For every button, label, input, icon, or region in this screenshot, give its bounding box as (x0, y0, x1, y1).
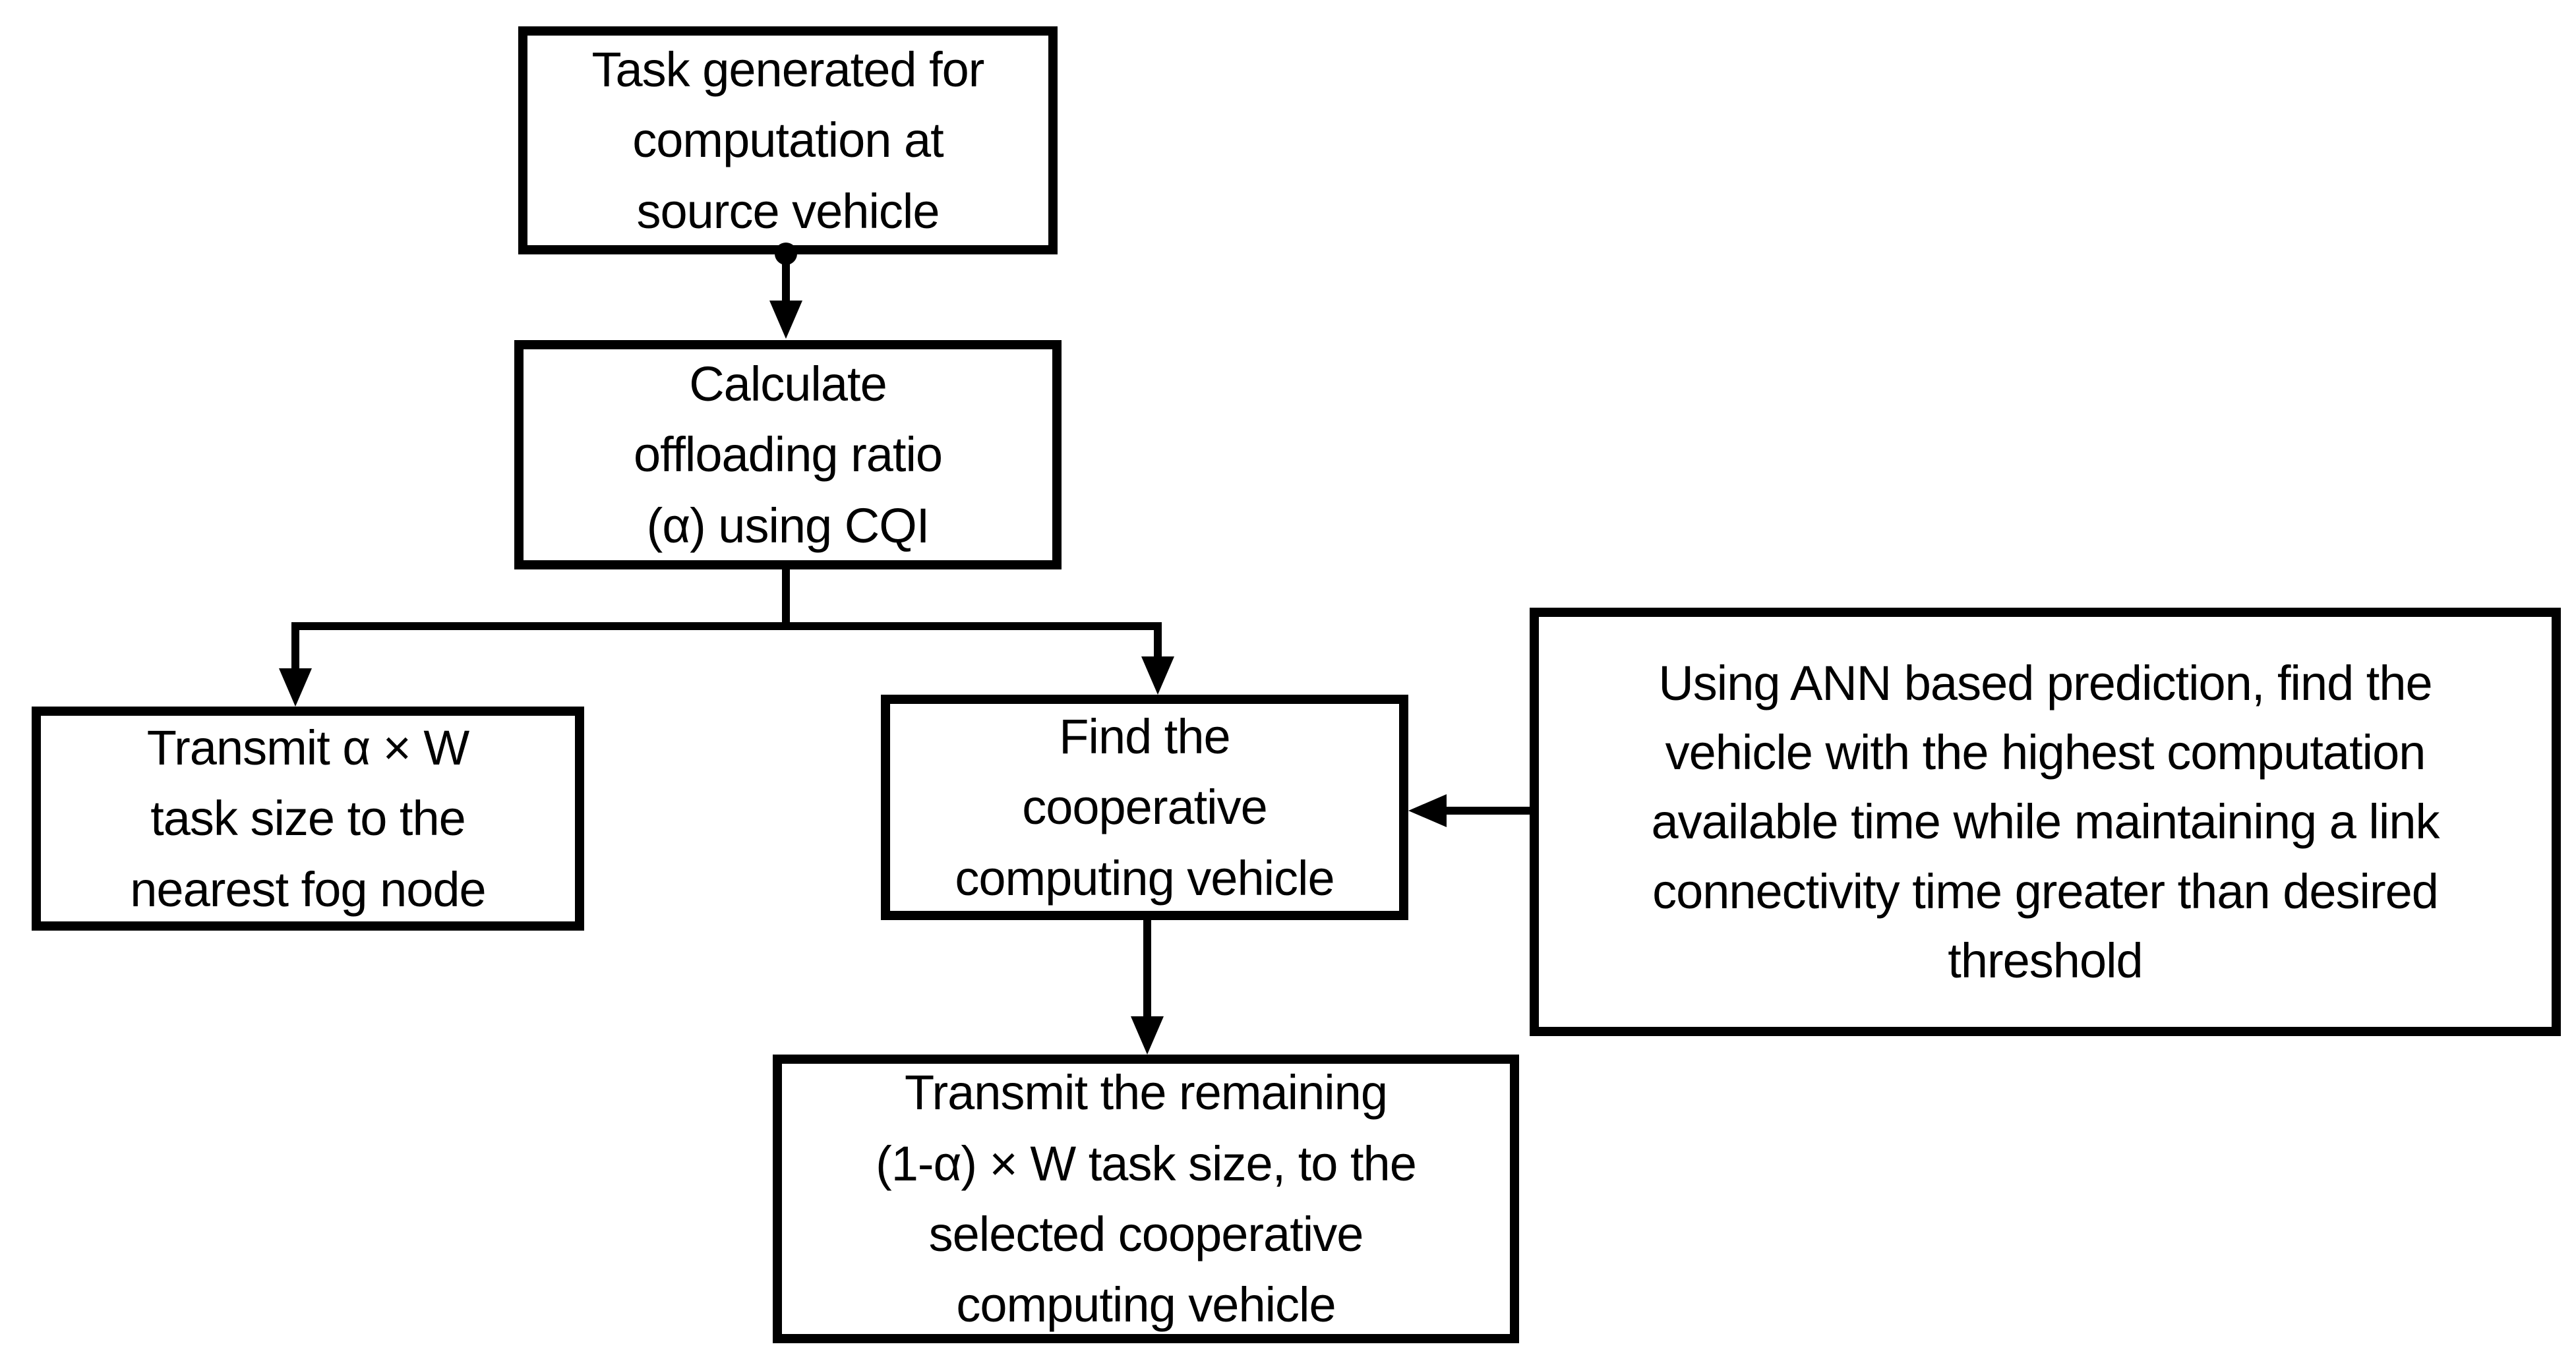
node-find-cooperative-vehicle: Find the cooperative computing vehicle (881, 695, 1408, 920)
node-text-line: Task generated for (591, 42, 985, 98)
edge-calc-branch-stem-line (782, 569, 790, 627)
node-text-line: (1-α) × W task size, to the (876, 1136, 1417, 1191)
node-text-line: Transmit α × W (146, 720, 470, 776)
node-transmit-to-fog-node: Transmit α × W task size to the nearest … (32, 707, 584, 931)
edge-find-to-final-line (1143, 920, 1151, 1016)
node-text-line: selected cooperative (928, 1207, 1364, 1262)
edge-calc-branch-horizontal-line (291, 622, 1162, 630)
node-transmit-remaining-task: Transmit the remaining (1-α) × W task si… (773, 1055, 1519, 1343)
node-text-line: nearest fog node (130, 861, 486, 917)
node-text-line: Transmit the remaining (905, 1065, 1388, 1120)
node-text-line: computation at (632, 113, 944, 168)
node-text-line: offloading ratio (633, 427, 943, 482)
node-text-line: Using ANN based prediction, find the (1658, 656, 2432, 711)
node-text-line: source vehicle (636, 183, 940, 239)
edge-find-to-final-arrowhead-icon (1131, 1016, 1164, 1055)
node-text-line: threshold (1948, 933, 2143, 988)
node-text-line: Find the (1059, 709, 1230, 765)
node-text-line: connectivity time greater than desired (1652, 863, 2439, 919)
node-task-generated: Task generated for computation at source… (518, 26, 1058, 254)
edge-calc-to-fog-line (291, 622, 299, 670)
node-text-line: available time while maintaining a link (1651, 794, 2440, 850)
node-calculate-offloading-ratio: Calculate offloading ratio (α) using CQI (514, 340, 1062, 569)
node-text-line: computing vehicle (955, 850, 1334, 906)
edge-task-to-calc-arrowhead-icon (769, 301, 802, 339)
node-text-line: vehicle with the highest computation (1665, 725, 2426, 780)
edge-task-to-calc-line (782, 253, 790, 303)
node-text-line: task size to the (150, 791, 466, 846)
node-text-line: cooperative (1022, 780, 1268, 835)
node-text-line: computing vehicle (956, 1277, 1336, 1333)
edge-ann-to-find-arrowhead-icon (1408, 794, 1447, 827)
node-ann-prediction: Using ANN based prediction, find the veh… (1530, 608, 2561, 1036)
node-text-line: (α) using CQI (646, 498, 930, 553)
edge-calc-to-find-arrowhead-icon (1141, 656, 1174, 695)
edge-ann-to-find-line (1447, 807, 1532, 815)
edge-calc-to-fog-arrowhead-icon (279, 668, 312, 707)
edge-calc-to-find-line (1154, 622, 1162, 658)
node-text-line: Calculate (689, 357, 887, 412)
